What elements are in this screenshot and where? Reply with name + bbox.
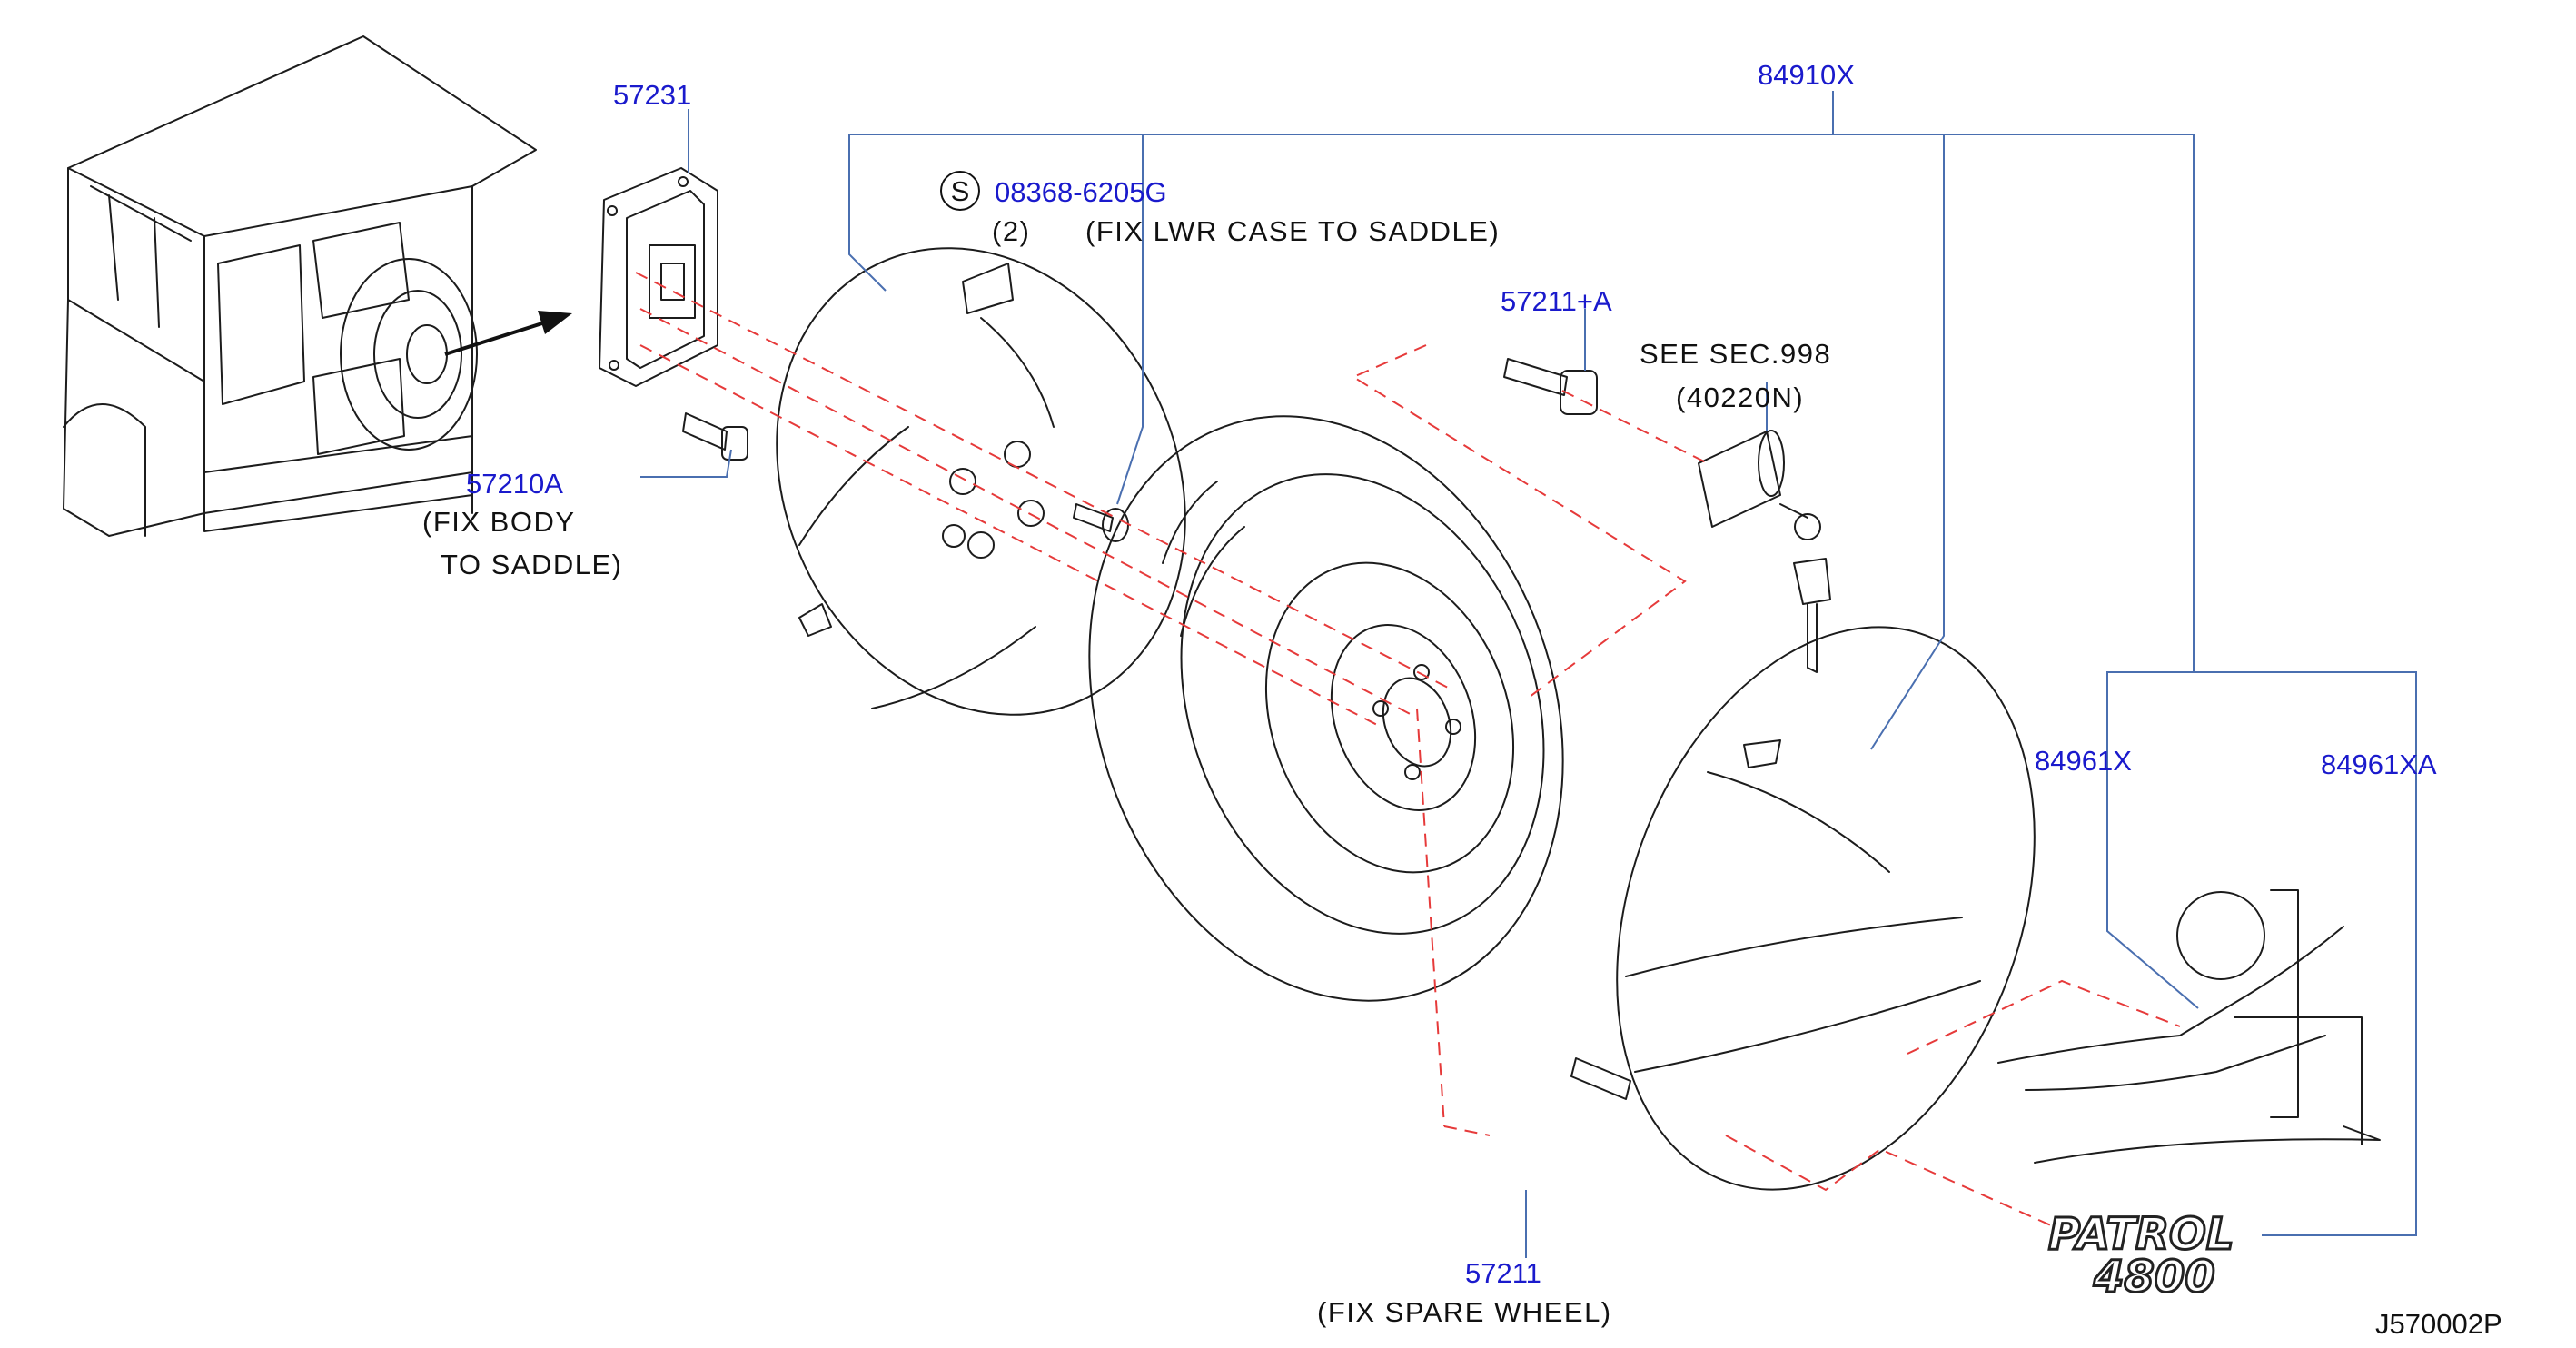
leader-lines <box>640 91 2417 1258</box>
label-84910x: 84910X <box>1758 59 1855 91</box>
note-40220n: (40220N) <box>1676 382 1804 413</box>
label-08368-6205g: 08368-6205G <box>995 176 1167 208</box>
s-symbol-circle <box>940 171 980 211</box>
label-qty-2: (2) <box>992 215 1030 247</box>
label-57231: 57231 <box>613 79 691 111</box>
emblem-line1: PATROL <box>2048 1209 2234 1260</box>
note-to-saddle: TO SADDLE) <box>441 549 622 580</box>
spare-wheel <box>1088 415 1564 1002</box>
note-see-sec: SEE SEC.998 <box>1640 338 1831 370</box>
label-57211a: 57211+A <box>1501 285 1612 317</box>
lower-case <box>776 247 1186 716</box>
vehicle-rear-illustration <box>63 35 537 537</box>
note-fix-body: (FIX BODY <box>422 506 576 538</box>
spare-tire-cover <box>1570 626 2036 1191</box>
s-symbol: S <box>951 175 970 207</box>
alignment-lines <box>635 272 2181 1227</box>
note-fix-lwr-case: (FIX LWR CASE TO SADDLE) <box>1085 215 1500 247</box>
label-57210a: 57210A <box>466 468 563 500</box>
label-84961x: 84961X <box>2035 745 2132 777</box>
direction-arrow <box>444 311 572 356</box>
patrol-emblem: PATROL 4800 <box>2047 1208 2235 1304</box>
bolt-57210a <box>682 412 748 461</box>
eagle-emblem <box>1997 889 2381 1164</box>
key-icon <box>1793 558 1831 673</box>
lock-cylinder-40220n <box>1698 430 1821 540</box>
figure-code: J570002P <box>2375 1308 2502 1340</box>
note-fix-spare-wheel: (FIX SPARE WHEEL) <box>1317 1296 1612 1328</box>
lock-bolt-57211a <box>1503 358 1598 415</box>
label-84961xa: 84961XA <box>2321 748 2437 780</box>
label-57211: 57211 <box>1465 1257 1541 1289</box>
emblem-line2: 4800 <box>2093 1252 2215 1303</box>
saddle-bracket <box>599 167 718 387</box>
